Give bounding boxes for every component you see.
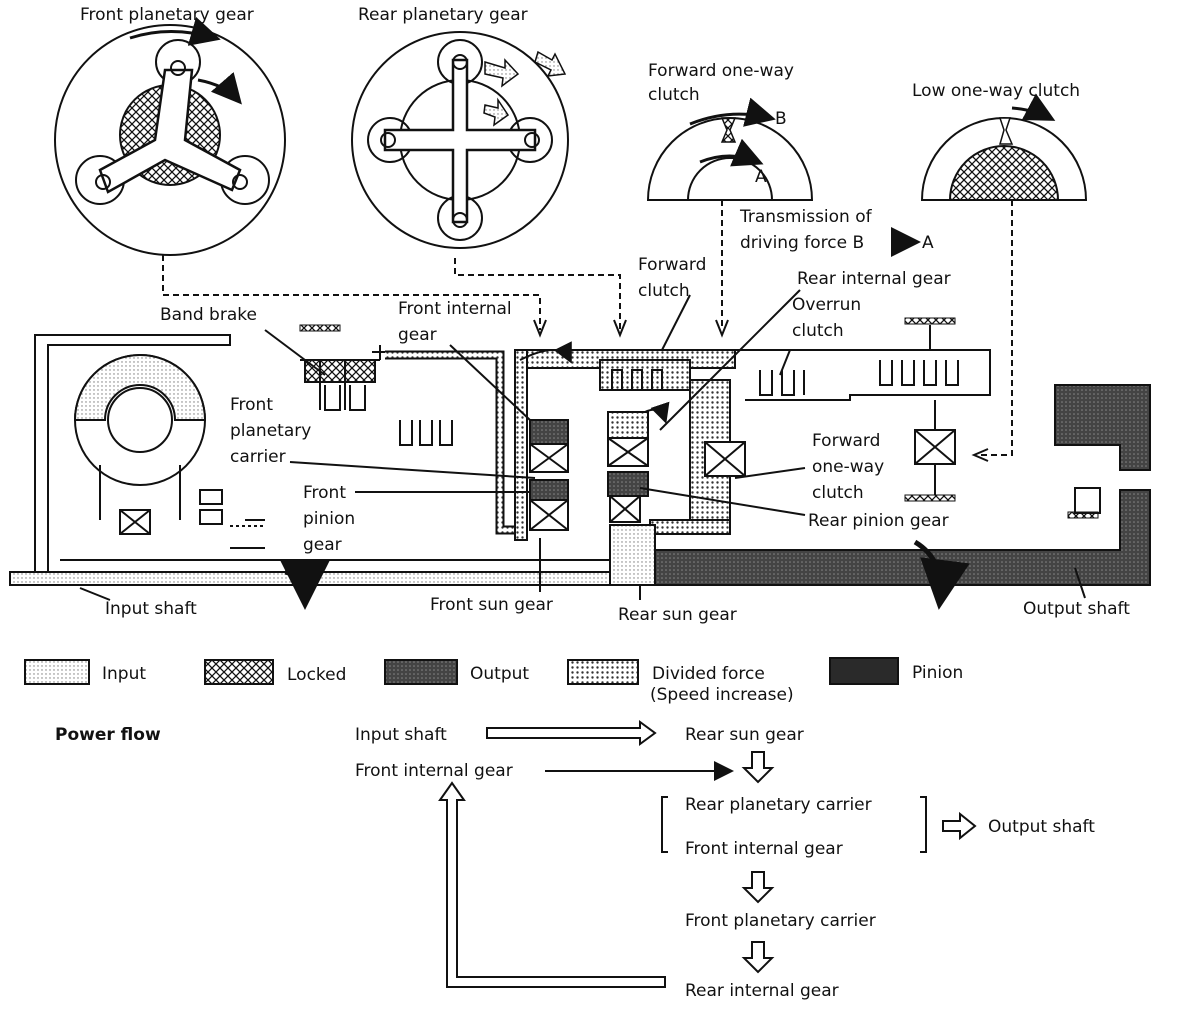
forward-one-way-clutch-figure bbox=[646, 97, 814, 201]
pf-rear-internal-gear: Rear internal gear bbox=[685, 981, 839, 1001]
label-band-brake: Band brake bbox=[160, 305, 257, 325]
label-rear-planetary-gear: Rear planetary gear bbox=[358, 5, 528, 25]
legend-swatch-input bbox=[24, 659, 90, 685]
label-rear-sun-gear: Rear sun gear bbox=[618, 605, 737, 625]
power-flow: Power flow Input shaft Rear sun gear Fro… bbox=[55, 720, 1095, 1001]
pf-bracket-left bbox=[661, 796, 668, 853]
label-front-internal-gear-2: gear bbox=[398, 325, 437, 345]
label-forward-owc-3: clutch bbox=[812, 483, 864, 503]
label-rear-internal-gear: Rear internal gear bbox=[797, 269, 951, 289]
legend-swatch-divided-force bbox=[567, 659, 639, 685]
legend-label-pinion: Pinion bbox=[912, 663, 963, 683]
pf-return-arrow bbox=[438, 781, 666, 988]
pf-rear-sun-gear: Rear sun gear bbox=[685, 725, 804, 745]
legend-swatch-pinion bbox=[829, 657, 899, 685]
legend-swatch-output bbox=[384, 659, 458, 685]
label-transmission-3: A bbox=[922, 233, 934, 253]
pf-down-arrow-2 bbox=[741, 871, 775, 904]
part-labels: Front planetary gear Rear planetary gear… bbox=[80, 5, 1130, 625]
label-rear-pinion-gear: Rear pinion gear bbox=[808, 511, 949, 531]
label-low-one-way-clutch: Low one-way clutch bbox=[912, 81, 1080, 101]
low-one-way-clutch-figure bbox=[920, 93, 1088, 201]
label-front-pinion-gear-3: gear bbox=[303, 535, 342, 555]
transmission-mechanism bbox=[9, 289, 1151, 610]
pf-down-arrow-1 bbox=[741, 751, 775, 784]
label-transmission-1: Transmission of bbox=[739, 207, 873, 227]
label-front-sun-gear: Front sun gear bbox=[430, 595, 553, 615]
pf-hollow-arrow-output bbox=[942, 811, 977, 841]
pf-output-shaft: Output shaft bbox=[988, 817, 1095, 837]
label-forward-owc-title-2: clutch bbox=[648, 85, 700, 105]
legend-label-divided-force-1: Divided force bbox=[652, 664, 765, 684]
pf-hollow-arrow-right bbox=[486, 720, 657, 746]
legend-swatch-locked bbox=[204, 659, 274, 685]
label-overrun-clutch-2: clutch bbox=[792, 321, 844, 341]
pf-front-internal-gear: Front internal gear bbox=[355, 761, 513, 781]
legend: Input Locked Output Divided force (Speed… bbox=[24, 657, 963, 705]
label-front-pinion-gear-2: pinion bbox=[303, 509, 355, 529]
label-front-planetary-carrier-3: carrier bbox=[230, 447, 286, 467]
label-transmission-2: driving force B bbox=[740, 233, 864, 253]
label-forward-clutch-1: Forward bbox=[638, 255, 706, 275]
label-forward-owc-1: Forward bbox=[812, 431, 880, 451]
label-front-planetary-carrier-2: planetary bbox=[230, 421, 311, 441]
pf-front-internal-gear-2: Front internal gear bbox=[685, 839, 843, 859]
dashed-leaders bbox=[162, 200, 1013, 462]
label-forward-clutch-2: clutch bbox=[638, 281, 690, 301]
power-flow-title: Power flow bbox=[55, 725, 161, 745]
pf-front-planetary-carrier: Front planetary carrier bbox=[685, 911, 876, 931]
label-front-pinion-gear-1: Front bbox=[303, 483, 346, 503]
legend-label-divided-force-2: (Speed increase) bbox=[650, 685, 794, 705]
legend-label-output: Output bbox=[470, 664, 529, 684]
label-overrun-clutch-1: Overrun bbox=[792, 295, 861, 315]
legend-label-locked: Locked bbox=[287, 665, 346, 685]
front-planetary-gear-figure bbox=[54, 16, 286, 256]
label-forward-owc-title-1: Forward one-way bbox=[648, 61, 794, 81]
label-input-shaft: Input shaft bbox=[105, 599, 197, 619]
pf-rear-planetary-carrier: Rear planetary carrier bbox=[685, 795, 872, 815]
label-forward-owc-2: one-way bbox=[812, 457, 884, 477]
rear-planetary-gear-figure bbox=[351, 31, 569, 249]
label-front-internal-gear-1: Front internal bbox=[398, 299, 512, 319]
pf-input-shaft: Input shaft bbox=[355, 725, 447, 745]
label-front-planetary-carrier-1: Front bbox=[230, 395, 273, 415]
legend-label-input: Input bbox=[102, 664, 146, 684]
label-point-a: A bbox=[755, 167, 767, 187]
label-point-b: B bbox=[775, 109, 787, 129]
pf-bracket-right bbox=[920, 796, 927, 853]
label-front-planetary-gear: Front planetary gear bbox=[80, 5, 254, 25]
pf-down-arrow-3 bbox=[741, 941, 775, 974]
label-output-shaft: Output shaft bbox=[1023, 599, 1130, 619]
